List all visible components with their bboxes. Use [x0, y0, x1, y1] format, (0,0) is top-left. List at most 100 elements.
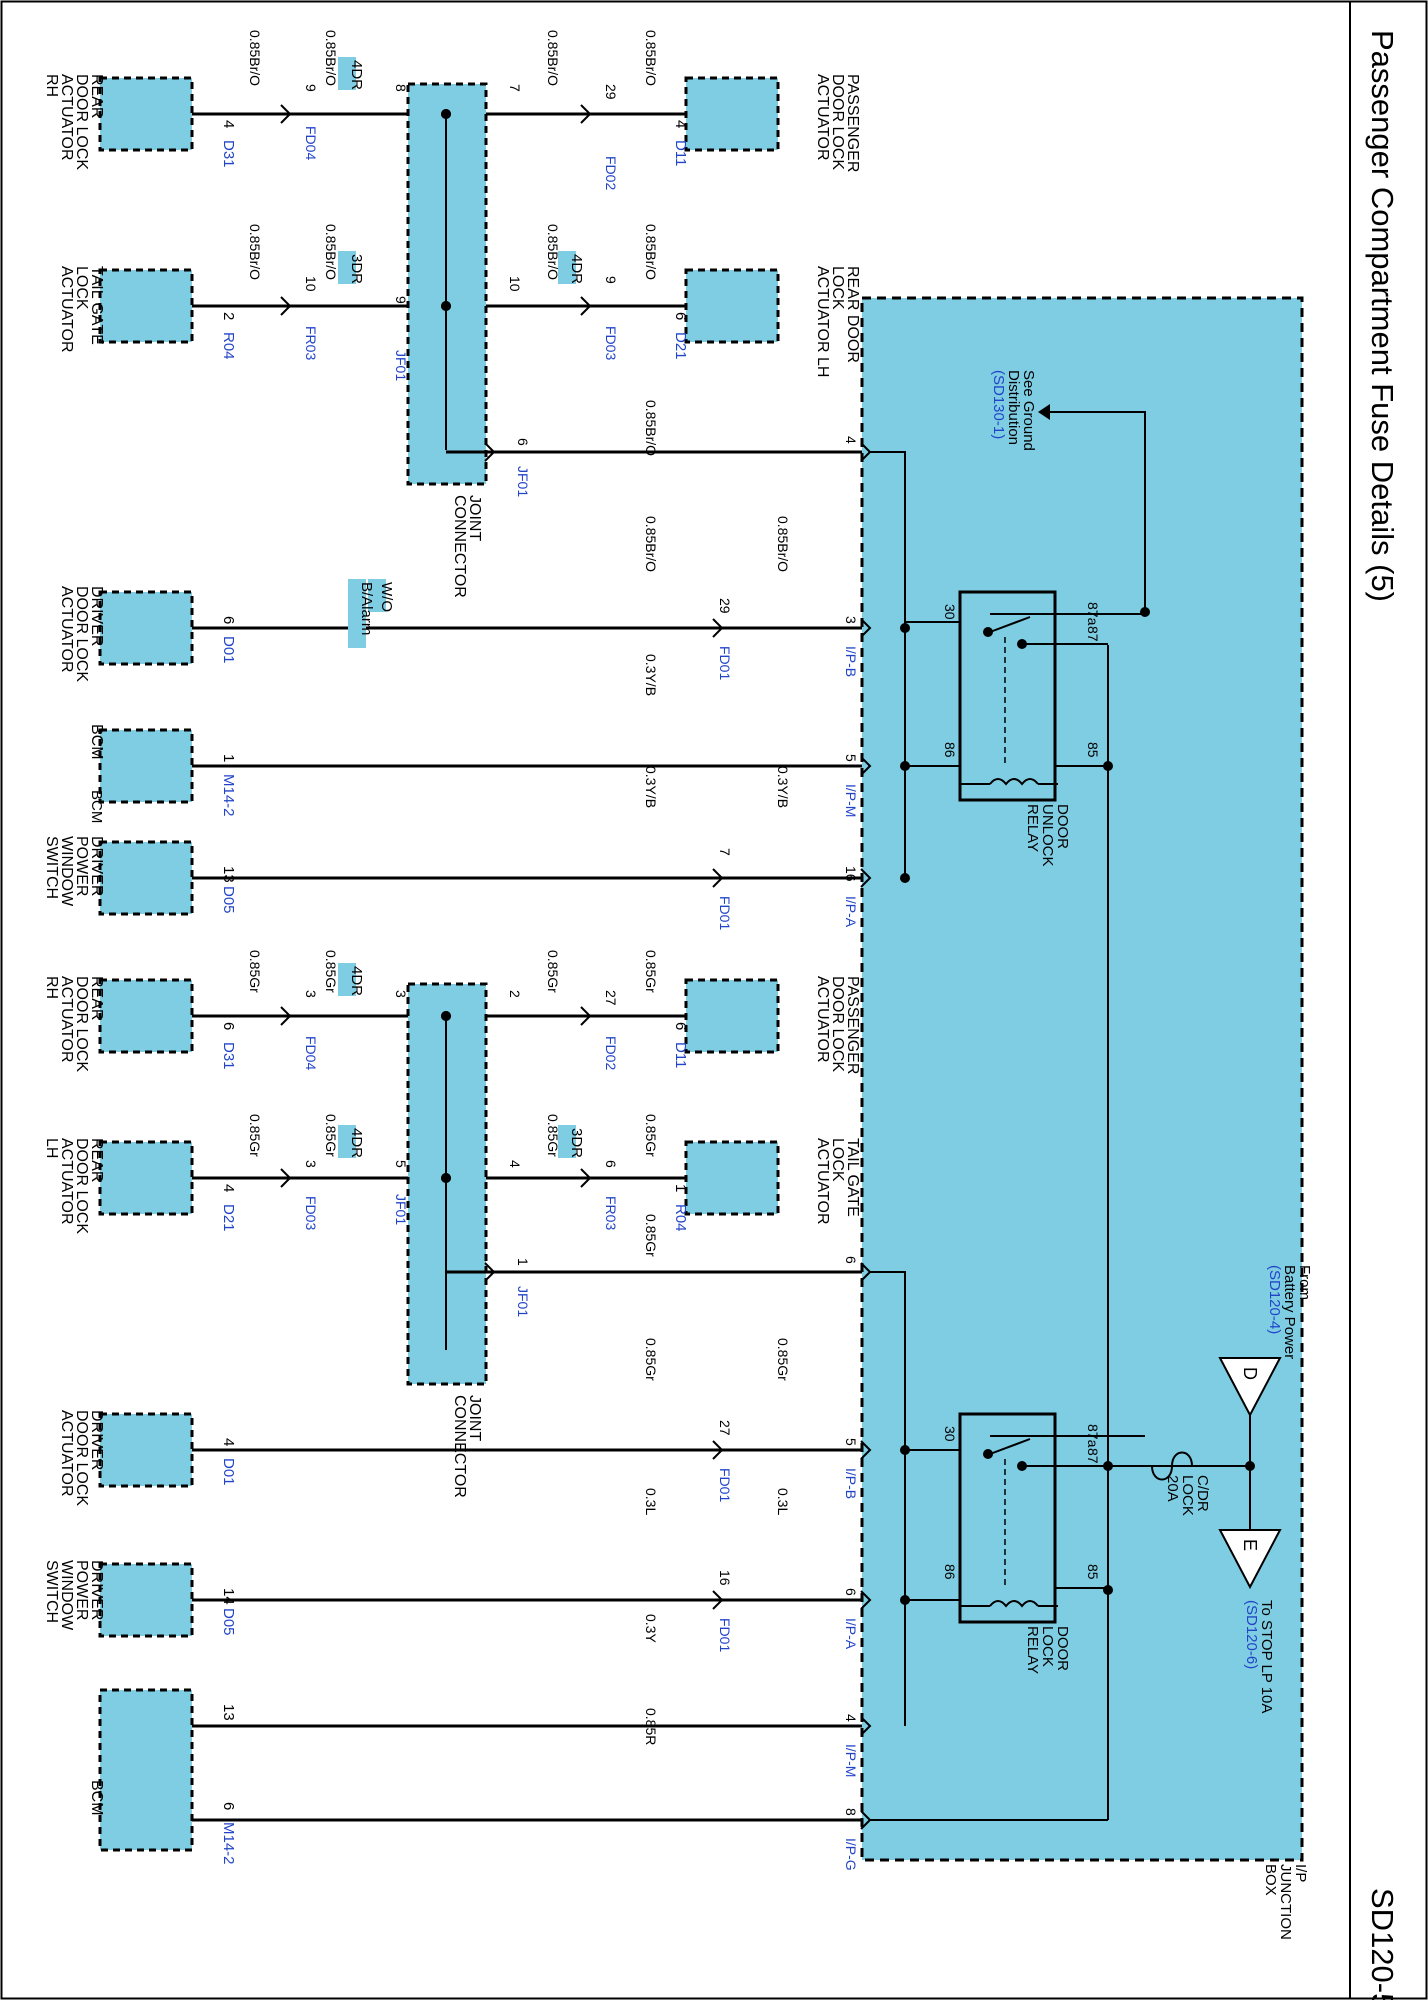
unlock-low-2-device-name-line-1: BCM: [88, 724, 105, 760]
l-pin-3b: 3: [393, 990, 409, 998]
lock-window-switch-pin: 14: [220, 1588, 237, 1605]
lock-row-3-device-name-line-1: REAR: [88, 976, 105, 1020]
unlock-row-3-device: [98, 76, 194, 152]
stop-lamp-letter: E: [1240, 1539, 1260, 1551]
lock-row-1-device-name-line-2: DOOR LOCK: [829, 976, 846, 1072]
ground-ref-code: (SD130-1): [990, 370, 1007, 439]
lock-low-3-wire-color: 0.3Y: [643, 1614, 659, 1643]
unlock-row-1-device-name-line-1: PASSENGER: [844, 74, 861, 172]
l-wc-3: 0.85Gr: [643, 1114, 659, 1157]
unlock-low-1-inline-chevron: [712, 618, 724, 638]
unlock-row-1-chevron: [580, 104, 592, 124]
l-wc-2: 0.85Gr: [545, 950, 561, 993]
u-wc-6: 0.85Br/O: [323, 30, 339, 86]
u-badge-balarm-bg: [348, 579, 366, 648]
l-pin-3c: 3: [303, 1160, 319, 1168]
l-pin-4a: 4: [507, 1160, 523, 1168]
lock-low-1-jb-conn: I/P-B: [843, 1468, 859, 1499]
u-pin-6: 6: [515, 438, 531, 446]
l-conn-fd03: FD03: [303, 1196, 319, 1230]
unlock-low-1-device-name-line-2: DOOR LOCK: [73, 586, 90, 682]
relay-2-pin-86: 86: [942, 1564, 958, 1580]
u-pin-10a: 10: [507, 276, 523, 292]
lock-row-3-chevron: [280, 1006, 292, 1026]
u-badge-3dr-bg: [338, 251, 356, 284]
battery-power-letter: D: [1240, 1367, 1260, 1380]
unlock-low-1-jb-pin: 3: [843, 616, 859, 624]
lock-row-2-device-pin: 1: [672, 1184, 689, 1192]
l-pin-27a: 27: [603, 990, 619, 1006]
l-badge-4dr-b-bg: [338, 1125, 356, 1158]
unlock-low-3-inline-pin: 7: [717, 848, 733, 856]
unlock-row-3-chevron: [280, 104, 292, 124]
lock-row-1-device-pin: 6: [672, 1022, 689, 1030]
unlock-low-2-jb-chevron: [860, 756, 872, 776]
u-pin-29: 29: [603, 84, 619, 100]
relay-1-name-line-3: RELAY: [1024, 804, 1041, 852]
lock-low-1-wire-color: 0.85Gr: [643, 1338, 659, 1381]
unlock-row-4-device-name-line-1: TAIL GATE: [88, 266, 105, 345]
battery-power-code: (SD120-4): [1266, 1265, 1283, 1334]
lock-window-switch-name-line-1: DRIVER: [88, 1560, 105, 1620]
lock-device-window-switch: [98, 1562, 194, 1638]
unlock-low-1-wire-color-b: 0.85Br/O: [775, 516, 791, 572]
lock-device-driver-door: [98, 1412, 194, 1488]
relay-1-name-line-2: UNLOCK: [1039, 804, 1056, 867]
relay-1-name-line-1: DOOR: [1054, 804, 1071, 849]
lock-low-4-jb-conn: I/P-G: [843, 1838, 859, 1871]
l-pin-1: 1: [515, 1258, 531, 1266]
lock-row-2-device: [684, 1140, 780, 1216]
l-conn-jf01-a: JF01: [393, 1194, 409, 1225]
unlock-low-3-device-name-line-3: WINDOW: [58, 836, 75, 907]
lock-low-2-inline-conn: FD01: [717, 1618, 733, 1652]
u-wc-9: 0.85Br/O: [643, 400, 659, 456]
l-badge-4dr-a-bg: [338, 963, 356, 996]
unlock-low-3-wire-color-b: 0.3Y/B: [775, 766, 791, 808]
l-pin-6a: 6: [603, 1160, 619, 1168]
bus-dot-4: [1140, 607, 1150, 617]
lock-low-1-inline-pin: 27: [717, 1420, 733, 1436]
junction-box-label-2: JUNCTION: [1277, 1864, 1294, 1940]
unlock-row-2-device: [684, 268, 780, 344]
unlock-low-1-device-name-line-3: ACTUATOR: [58, 586, 75, 673]
u-wc-1: 0.85Br/O: [643, 30, 659, 86]
fuse-symbol: [1151, 1451, 1193, 1481]
relay-1-switch-arm: [989, 616, 1031, 633]
wire-group: [192, 104, 1108, 1830]
unlock-row-1-device-conn: D11: [672, 140, 689, 166]
lock-bcm-pin-13: 13: [220, 1704, 237, 1721]
ground-ref-arrow: [1038, 404, 1050, 420]
lock-bcm-name-line-1: BCM: [88, 1780, 105, 1816]
battery-power-symbol: [1218, 1357, 1282, 1418]
unlock-row-4-device: [98, 268, 194, 344]
lock-row-1-device-conn: D11: [672, 1042, 689, 1068]
l-pin-3a: 3: [303, 990, 319, 998]
unlock-row-2-chevron: [580, 296, 592, 316]
unlock-low-3-device: [98, 840, 194, 916]
relay-1-pin-87: 87: [1085, 626, 1101, 642]
stop-lamp-label: To STOP LP 10A: [1258, 1600, 1275, 1713]
u-pin-9c: 9: [393, 296, 409, 304]
unlock-row-4-device-conn: R04: [220, 332, 237, 360]
lock-low-1-jb-chevron: [860, 1440, 872, 1460]
unlock-low-2-jb-conn: I/P-M: [843, 784, 859, 817]
lock-low-2-wire-color: 0.3L: [643, 1488, 659, 1515]
unlock-bcm-name-extra: BCM: [88, 790, 105, 823]
u-conn-fd04: FD04: [303, 126, 319, 160]
l-wc-8: 0.85Gr: [323, 1114, 339, 1157]
unlock-low-2-device: [98, 728, 194, 804]
unlock-low-3-device-pin: 13: [220, 866, 237, 883]
lock-row-1-device-name-line-3: ACTUATOR: [814, 976, 831, 1063]
relay-2-pin-85: 85: [1085, 1564, 1101, 1580]
l-pin-2: 2: [507, 990, 523, 998]
unlock-row-3-device-name-line-3: ACTUATOR: [58, 74, 75, 161]
unlock-row-2-device-name-line-3: ACTUATOR LH: [814, 266, 831, 377]
joint-connector-1-label-line-2: CONNECTOR: [451, 495, 468, 598]
unlock-low-3-jb-conn: I/P-A: [843, 896, 859, 928]
lock-row-4-device-name-line-2: DOOR LOCK: [73, 1138, 90, 1234]
unlock-low-1-inline-pin: 29: [717, 598, 733, 614]
lock-low-1-inline-chevron: [712, 1440, 724, 1460]
unlock-row-3-junction: [441, 109, 451, 119]
lock-row-3-device-conn: D31: [220, 1042, 237, 1070]
